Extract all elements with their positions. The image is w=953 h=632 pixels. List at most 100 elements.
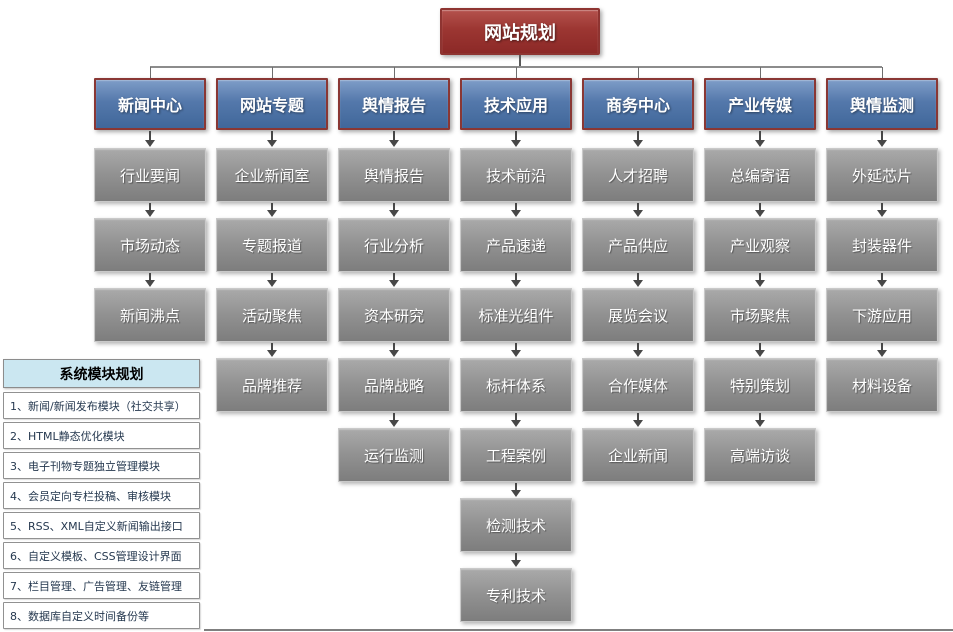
org-node: 人才招聘 [582, 148, 694, 202]
arrow-shaft [759, 203, 761, 211]
org-node: 市场聚焦 [704, 288, 816, 342]
arrow-down-icon [510, 343, 522, 357]
arrow-down-icon [510, 413, 522, 427]
side-panel-item: 1、新闻/新闻发布模块（社交共享） [3, 392, 200, 419]
arrow-shaft [515, 203, 517, 211]
arrow-head [755, 210, 765, 217]
arrow-down-icon [388, 131, 400, 147]
org-node: 检测技术 [460, 498, 572, 552]
arrow-head [511, 560, 521, 567]
arrow-head [267, 140, 277, 147]
side-panel-item: 3、电子刊物专题独立管理模块 [3, 452, 200, 479]
org-node: 标准光组件 [460, 288, 572, 342]
arrow-shaft [149, 273, 151, 281]
arrow-shaft [393, 203, 395, 211]
arrow-shaft [393, 131, 395, 141]
column-header-5: 商务中心 [582, 78, 694, 130]
arrow-down-icon [388, 343, 400, 357]
org-node: 企业新闻室 [216, 148, 328, 202]
org-node: 活动聚焦 [216, 288, 328, 342]
arrow-head [511, 280, 521, 287]
column-header-7: 舆情监测 [826, 78, 938, 130]
org-node: 展览会议 [582, 288, 694, 342]
arrow-down-icon [876, 131, 888, 147]
arrow-shaft [515, 131, 517, 141]
org-node: 资本研究 [338, 288, 450, 342]
arrow-down-icon [632, 343, 644, 357]
arrow-shaft [637, 413, 639, 421]
arrow-shaft [393, 413, 395, 421]
connector-stub [881, 67, 883, 78]
column-header-1: 新闻中心 [94, 78, 206, 130]
org-node: 标杆体系 [460, 358, 572, 412]
arrow-head [633, 280, 643, 287]
arrow-down-icon [388, 273, 400, 287]
arrow-head [145, 210, 155, 217]
arrow-head [145, 280, 155, 287]
arrow-shaft [393, 273, 395, 281]
root-node: 网站规划 [440, 8, 600, 55]
arrow-head [511, 140, 521, 147]
arrow-down-icon [266, 343, 278, 357]
org-node: 高端访谈 [704, 428, 816, 482]
org-node: 材料设备 [826, 358, 938, 412]
arrow-shaft [515, 483, 517, 491]
arrow-head [877, 350, 887, 357]
connector-stub [393, 67, 395, 78]
arrow-head [511, 420, 521, 427]
org-node: 特别策划 [704, 358, 816, 412]
connector-stub [637, 67, 639, 78]
org-node: 舆情报告 [338, 148, 450, 202]
org-node: 技术前沿 [460, 148, 572, 202]
arrow-shaft [759, 343, 761, 351]
arrow-down-icon [144, 203, 156, 217]
arrow-down-icon [510, 553, 522, 567]
arrow-down-icon [632, 273, 644, 287]
org-node: 运行监测 [338, 428, 450, 482]
connector-stub [149, 67, 151, 78]
arrow-head [389, 280, 399, 287]
arrow-shaft [149, 131, 151, 141]
org-node: 市场动态 [94, 218, 206, 272]
org-node: 品牌推荐 [216, 358, 328, 412]
arrow-down-icon [144, 131, 156, 147]
arrow-shaft [881, 131, 883, 141]
arrow-down-icon [266, 131, 278, 147]
org-node: 产业观察 [704, 218, 816, 272]
arrow-shaft [637, 273, 639, 281]
arrow-head [755, 420, 765, 427]
arrow-down-icon [632, 131, 644, 147]
bottom-edge-line [204, 629, 953, 631]
arrow-head [755, 350, 765, 357]
arrow-shaft [759, 413, 761, 421]
arrow-head [267, 280, 277, 287]
org-node: 产品速递 [460, 218, 572, 272]
org-node: 新闻沸点 [94, 288, 206, 342]
arrow-head [389, 350, 399, 357]
arrow-down-icon [876, 203, 888, 217]
arrow-head [633, 210, 643, 217]
arrow-head [877, 140, 887, 147]
org-node: 企业新闻 [582, 428, 694, 482]
side-panel-item: 2、HTML静态优化模块 [3, 422, 200, 449]
arrow-shaft [271, 131, 273, 141]
arrow-shaft [881, 203, 883, 211]
connector-stub [515, 67, 517, 78]
arrow-down-icon [876, 273, 888, 287]
arrow-down-icon [266, 203, 278, 217]
arrow-shaft [271, 203, 273, 211]
connector-stub [271, 67, 273, 78]
column-header-4: 技术应用 [460, 78, 572, 130]
arrow-shaft [637, 131, 639, 141]
org-node: 行业要闻 [94, 148, 206, 202]
arrow-shaft [393, 343, 395, 351]
arrow-shaft [759, 273, 761, 281]
arrow-down-icon [510, 203, 522, 217]
arrow-shaft [759, 131, 761, 141]
arrow-shaft [637, 343, 639, 351]
arrow-down-icon [754, 131, 766, 147]
arrow-shaft [271, 273, 273, 281]
arrow-down-icon [754, 203, 766, 217]
org-node: 产品供应 [582, 218, 694, 272]
column-header-2: 网站专题 [216, 78, 328, 130]
